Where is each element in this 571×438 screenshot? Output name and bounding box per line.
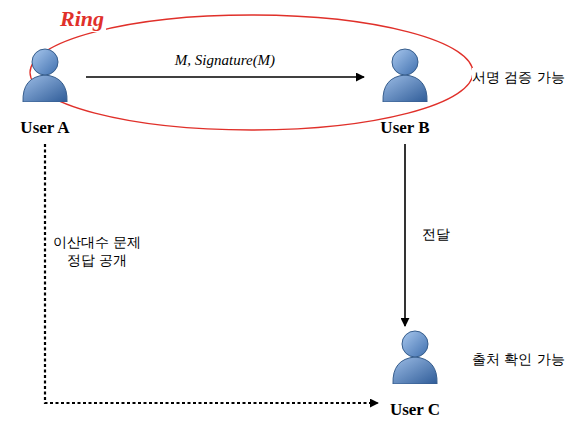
user-name: User C (372, 400, 458, 420)
user-icon (20, 46, 70, 102)
user-node: User B (362, 46, 448, 142)
ring-title: Ring (58, 6, 106, 32)
annotation: 출처 확인 가능 (472, 350, 565, 369)
user-icon (380, 46, 430, 102)
user-node: User C (372, 328, 458, 424)
user-icon (390, 328, 440, 384)
annotation: 서명 검증 가능 (472, 68, 565, 87)
edge-label: 이산대수 문제 정답 공개 (51, 233, 143, 271)
user-node: User A (2, 46, 88, 142)
edge-label: M, Signature(M) (175, 50, 275, 70)
user-name: User B (362, 118, 448, 138)
edge-label: 전달 (422, 225, 450, 244)
dashed-connector (45, 144, 378, 403)
arrow-connector (86, 76, 364, 78)
arrow-connector (404, 144, 406, 326)
user-name: User A (2, 118, 88, 138)
